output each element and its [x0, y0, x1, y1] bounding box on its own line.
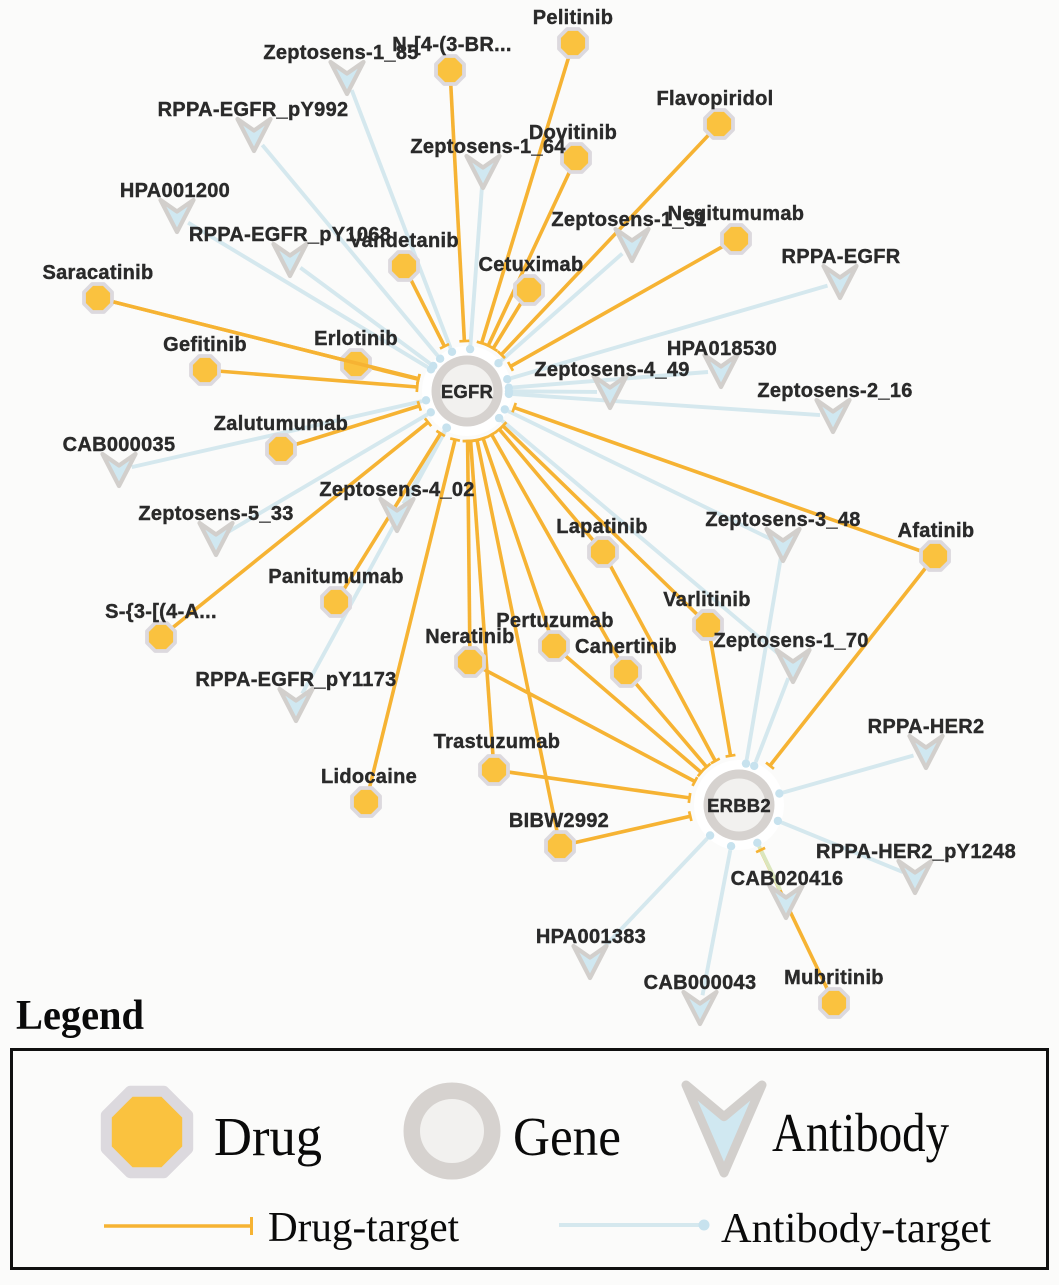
svg-text:Panitumumab: Panitumumab	[268, 566, 404, 588]
svg-text:HPA018530: HPA018530	[667, 338, 777, 360]
svg-text:Zeptosens-1_51: Zeptosens-1_51	[551, 209, 706, 231]
svg-text:CAB020416: CAB020416	[731, 868, 844, 890]
svg-text:Cetuximab: Cetuximab	[479, 254, 584, 276]
svg-text:Zeptosens-5_33: Zeptosens-5_33	[138, 503, 293, 525]
svg-text:Gene: Gene	[513, 1106, 621, 1167]
svg-text:Saracatinib: Saracatinib	[42, 262, 153, 284]
svg-text:EGFR: EGFR	[441, 381, 493, 402]
svg-text:RPPA-EGFR_pY1068: RPPA-EGFR_pY1068	[189, 224, 391, 246]
svg-text:CAB000043: CAB000043	[644, 972, 757, 994]
svg-text:Zalutumumab: Zalutumumab	[214, 413, 348, 435]
svg-text:Neratinib: Neratinib	[425, 626, 514, 648]
svg-text:ERBB2: ERBB2	[707, 795, 771, 816]
svg-text:Canertinib: Canertinib	[575, 636, 677, 658]
svg-text:Zeptosens-1_64: Zeptosens-1_64	[410, 136, 566, 158]
svg-text:Zeptosens-3_48: Zeptosens-3_48	[705, 509, 860, 531]
svg-text:Zeptosens-4_49: Zeptosens-4_49	[534, 359, 689, 381]
svg-text:HPA001200: HPA001200	[120, 180, 230, 202]
svg-text:Gefitinib: Gefitinib	[163, 334, 247, 356]
svg-text:Legend: Legend	[16, 993, 144, 1039]
svg-text:Pelitinib: Pelitinib	[533, 7, 613, 29]
svg-text:RPPA-HER2: RPPA-HER2	[868, 716, 985, 738]
svg-text:Drug-target: Drug-target	[268, 1205, 459, 1251]
svg-text:Zeptosens-1_70: Zeptosens-1_70	[713, 630, 868, 652]
svg-text:Flavopiridol: Flavopiridol	[657, 88, 774, 110]
svg-text:RPPA-HER2_pY1248: RPPA-HER2_pY1248	[816, 841, 1016, 863]
svg-text:RPPA-EGFR: RPPA-EGFR	[782, 246, 901, 268]
svg-text:Antibody: Antibody	[772, 1102, 949, 1163]
svg-text:RPPA-EGFR_pY992: RPPA-EGFR_pY992	[158, 99, 349, 121]
svg-text:Antibody-target: Antibody-target	[721, 1206, 991, 1252]
svg-text:Afatinib: Afatinib	[898, 520, 975, 542]
svg-text:Lapatinib: Lapatinib	[556, 516, 648, 538]
svg-text:S-{3-[(4-A...: S-{3-[(4-A...	[105, 601, 217, 623]
svg-text:Zeptosens-2_16: Zeptosens-2_16	[757, 380, 912, 402]
svg-text:Trastuzumab: Trastuzumab	[434, 731, 561, 753]
svg-text:Mubritinib: Mubritinib	[784, 967, 884, 989]
svg-text:Varlitinib: Varlitinib	[663, 589, 750, 611]
svg-text:RPPA-EGFR_pY1173: RPPA-EGFR_pY1173	[195, 669, 396, 691]
svg-text:Zeptosens-4_02: Zeptosens-4_02	[319, 479, 474, 501]
svg-text:Lidocaine: Lidocaine	[321, 766, 417, 788]
svg-text:Zeptosens-1_85: Zeptosens-1_85	[263, 42, 418, 64]
svg-text:CAB000035: CAB000035	[63, 434, 176, 456]
svg-text:HPA001383: HPA001383	[536, 926, 646, 948]
svg-text:Erlotinib: Erlotinib	[314, 328, 398, 350]
svg-text:Drug: Drug	[214, 1106, 322, 1167]
svg-text:BIBW2992: BIBW2992	[509, 810, 609, 832]
